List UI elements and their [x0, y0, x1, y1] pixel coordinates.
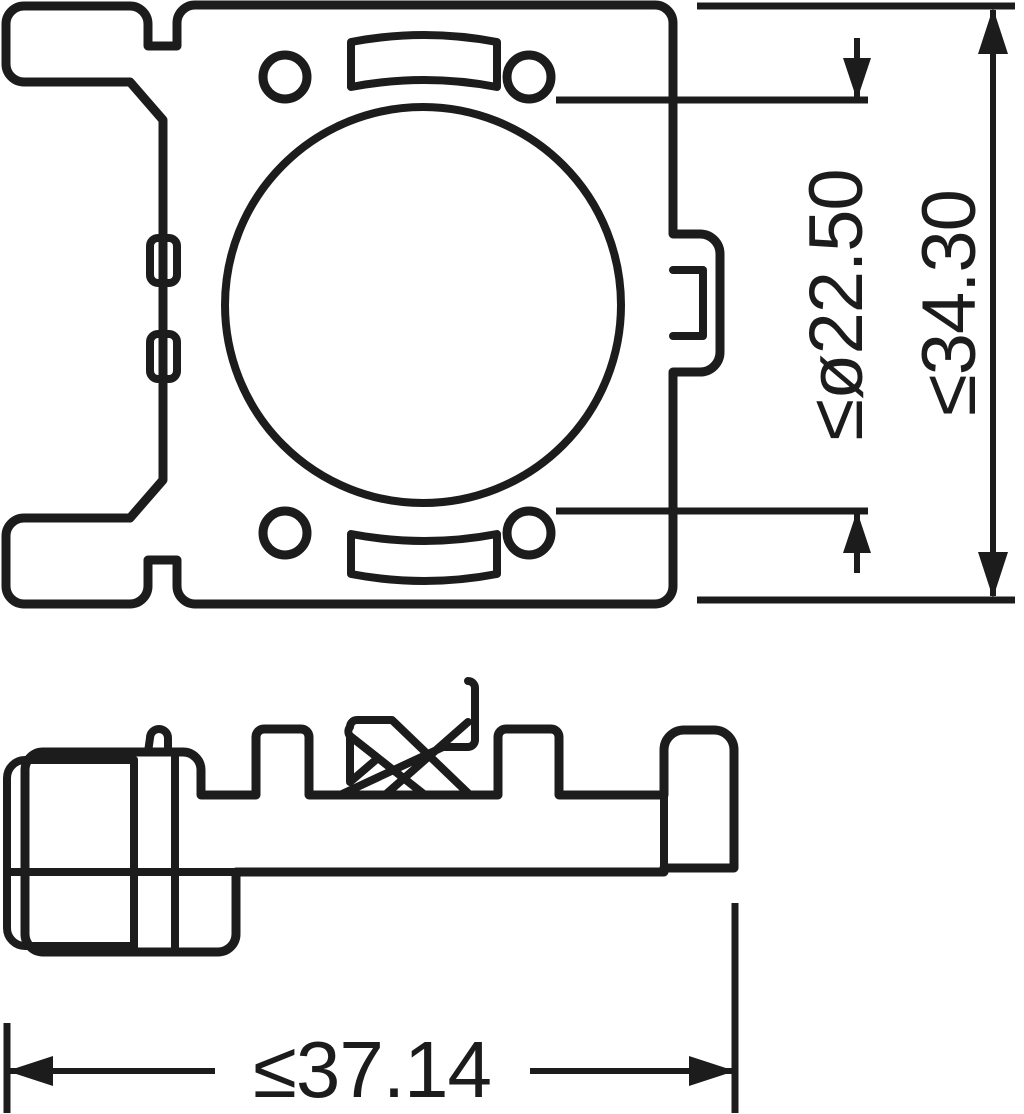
- side-view-body-outline: [20, 724, 739, 957]
- overall-height-dimension: ≤34.30: [697, 2, 1015, 604]
- top-view-group: [1, 0, 725, 609]
- bore-diameter-dimension: ≤ø22.50: [556, 38, 879, 573]
- height-arrow-down: [978, 552, 1008, 598]
- width-arrow-left: [7, 1056, 53, 1086]
- cross-brace-diagonal-secondary: [344, 716, 474, 799]
- bore-diameter-label: ≤ø22.50: [794, 169, 879, 440]
- mounting-hole-bottom-left: [258, 506, 312, 560]
- top-view-body-outline: [1, 0, 725, 609]
- overall-width-label: ≤37.14: [253, 1025, 491, 1114]
- overall-width-dimension: ≤37.14: [3, 903, 739, 1114]
- arc-slot-bottom: [347, 530, 501, 585]
- right-latch-tab-recess: [669, 266, 707, 340]
- left-tab-lower: [146, 330, 181, 383]
- left-tab-upper: [146, 234, 181, 287]
- width-arrow-right: [689, 1056, 735, 1086]
- mounting-hole-bottom-right: [502, 506, 556, 560]
- bore-arrow-up: [843, 511, 871, 553]
- bore-arrow-down: [843, 58, 871, 100]
- side-view-group: [3, 677, 739, 957]
- center-bore-circle: [221, 103, 625, 507]
- cross-brace-left-notch: [346, 732, 382, 786]
- arc-slot-top: [347, 31, 501, 91]
- mounting-hole-top-right: [502, 50, 556, 104]
- mounting-hole-top-left: [258, 50, 312, 104]
- overall-height-label: ≤34.30: [907, 190, 992, 416]
- connector-pin: [144, 725, 172, 756]
- cross-brace-diagonal-main: [336, 677, 479, 799]
- height-arrow-up: [978, 8, 1008, 54]
- connector-left-block: [3, 756, 138, 950]
